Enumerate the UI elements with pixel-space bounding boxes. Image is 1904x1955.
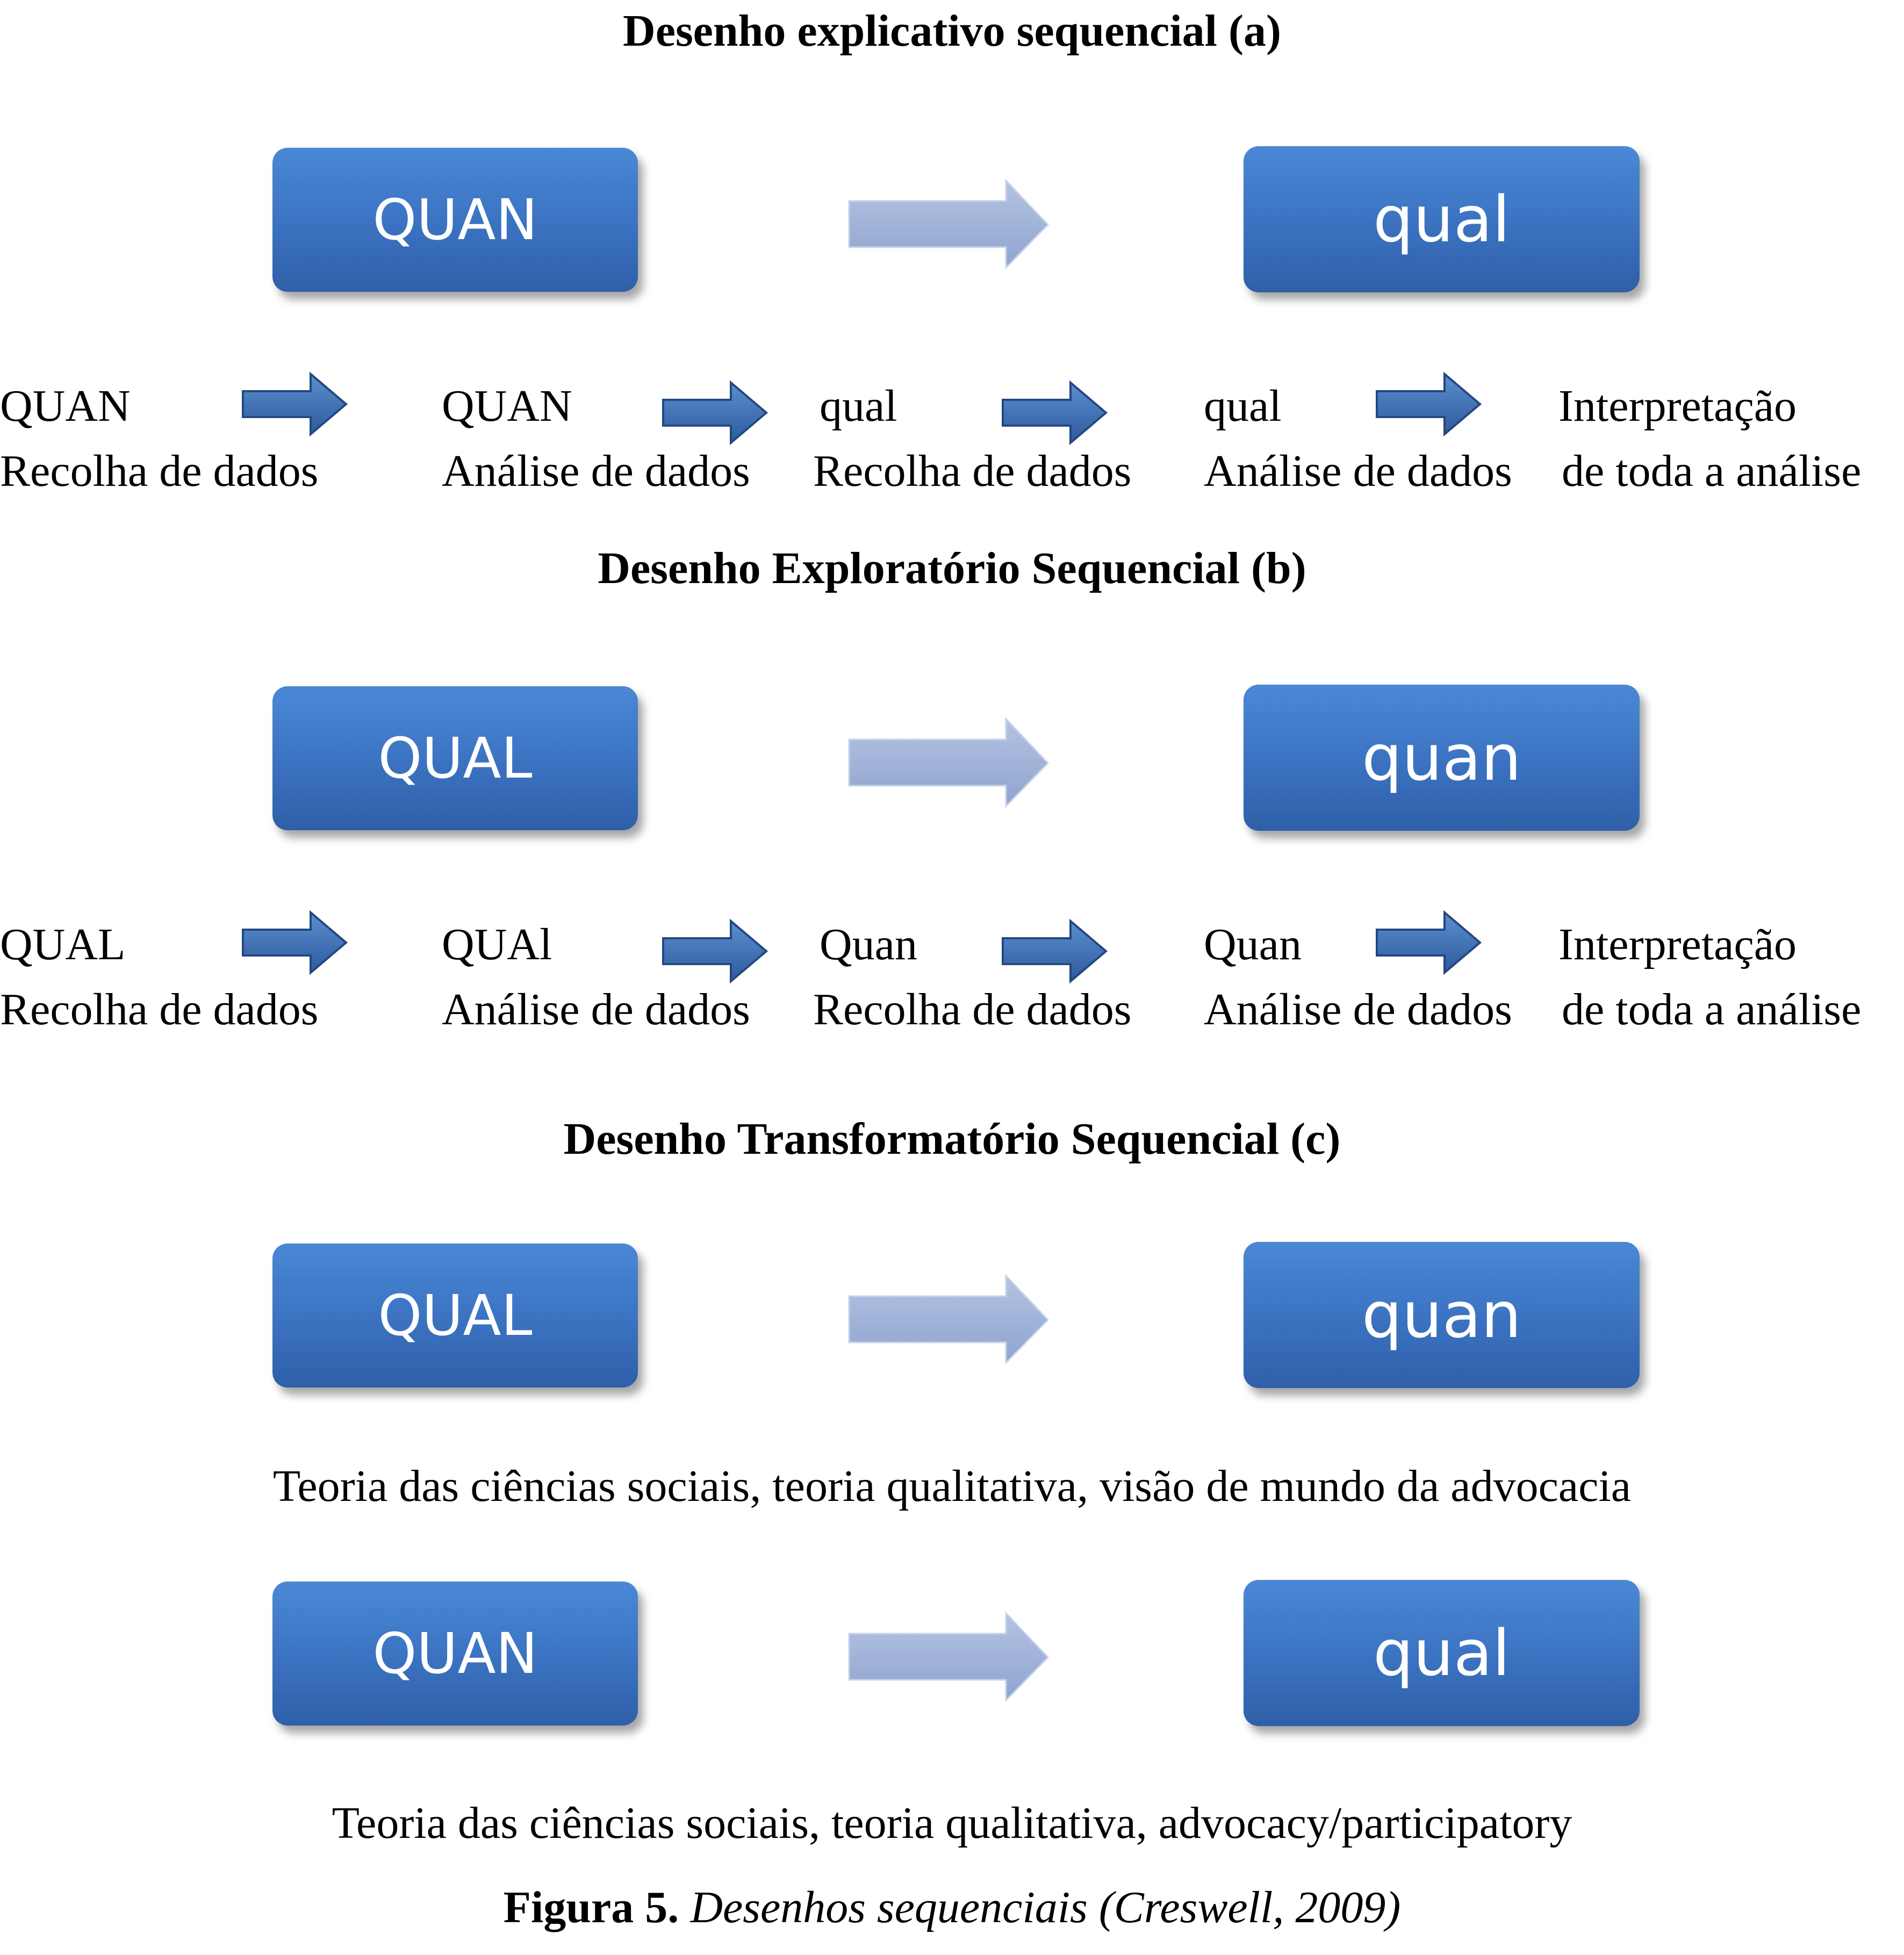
arrow-right-icon [662,380,768,445]
section-c-row1-box-right: quan [1244,1242,1640,1388]
section-a-step-2: QUAN Análise de dados [442,373,750,504]
arrow-right-icon [848,1611,1050,1701]
section-b-step-5: Interpretação de toda a análise [1558,912,1861,1042]
section-a-box-right: qual [1244,146,1640,292]
section-b-box-left-label: QUAL [378,725,533,791]
arrow-right-icon [848,1274,1050,1364]
arrow-right-icon [242,910,348,975]
arrow-right-icon [662,919,768,983]
caption-text: Desenhos sequenciais (Creswell, 2009) [679,1882,1401,1932]
section-c-row2-box-right-label: qual [1373,1616,1510,1690]
step-line1: qual [820,381,897,431]
section-a-step-4: qual Análise de dados [1204,373,1512,504]
section-c-row1-box-left-label: QUAL [378,1283,533,1348]
section-a-step-1: QUAN Recolha de dados [0,373,318,504]
step-line2: Análise de dados [1204,446,1512,496]
section-c-row2-note: Teoria das ciências sociais, teoria qual… [332,1798,1572,1848]
step-line1: QUAN [442,381,572,431]
section-c-row1-box-left: QUAL [272,1244,638,1388]
step-line1: Interpretação [1558,919,1797,969]
section-b-step-2: QUAl Análise de dados [442,912,750,1042]
arrow-right-icon [1376,910,1482,975]
section-c-row2-box-left: QUAN [272,1582,638,1726]
step-line2: de toda a análise [1562,446,1862,496]
section-b-box-right-label: quan [1362,721,1521,795]
section-c-row2-box-left-label: QUAN [372,1621,538,1686]
step-line2: Recolha de dados [813,446,1132,496]
step-line1: Quan [820,919,917,969]
section-b-step-4: Quan Análise de dados [1204,912,1512,1042]
step-line1: QUAL [0,919,126,969]
section-a-title: Desenho explicativo sequencial (a) [623,6,1281,56]
caption-label: Figura 5. [503,1882,679,1932]
step-line2: Recolha de dados [813,984,1132,1034]
section-a-step-3: qual Recolha de dados [813,373,1131,504]
section-a-step-5: Interpretação de toda a análise [1558,373,1861,504]
section-b-box-right: quan [1244,685,1640,831]
section-a-box-right-label: qual [1373,182,1510,256]
section-a-box-left: QUAN [272,148,638,292]
arrow-right-icon [848,717,1050,807]
step-line1: QUAl [442,919,552,969]
section-b-step-3: Quan Recolha de dados [813,912,1131,1042]
arrow-right-icon [1376,372,1482,436]
section-a-box-left-label: QUAN [372,187,538,253]
arrow-right-icon [1002,919,1108,983]
arrow-right-icon [242,372,348,436]
step-line2: Recolha de dados [0,446,319,496]
step-line2: de toda a análise [1562,984,1862,1034]
step-line1: Interpretação [1558,381,1797,431]
step-line2: Análise de dados [442,446,750,496]
step-line1: qual [1204,381,1282,431]
arrow-right-icon [1002,380,1108,445]
section-c-title: Desenho Transformatório Sequencial (c) [563,1114,1341,1164]
step-line2: Análise de dados [442,984,750,1034]
section-b-box-left: QUAL [272,686,638,830]
section-b-step-1: QUAL Recolha de dados [0,912,318,1042]
section-c-row2-box-right: qual [1244,1580,1640,1726]
section-b-title: Desenho Exploratório Sequencial (b) [598,543,1306,593]
figure-caption: Figura 5. Desenhos sequenciais (Creswell… [0,1881,1904,1935]
step-line2: Recolha de dados [0,984,319,1034]
section-c-row1-box-right-label: quan [1362,1278,1521,1352]
section-c-row1-note: Teoria das ciências sociais, teoria qual… [272,1461,1632,1511]
step-line1: QUAN [0,381,131,431]
step-line2: Análise de dados [1204,984,1512,1034]
step-line1: Quan [1204,919,1302,969]
arrow-right-icon [848,178,1050,269]
